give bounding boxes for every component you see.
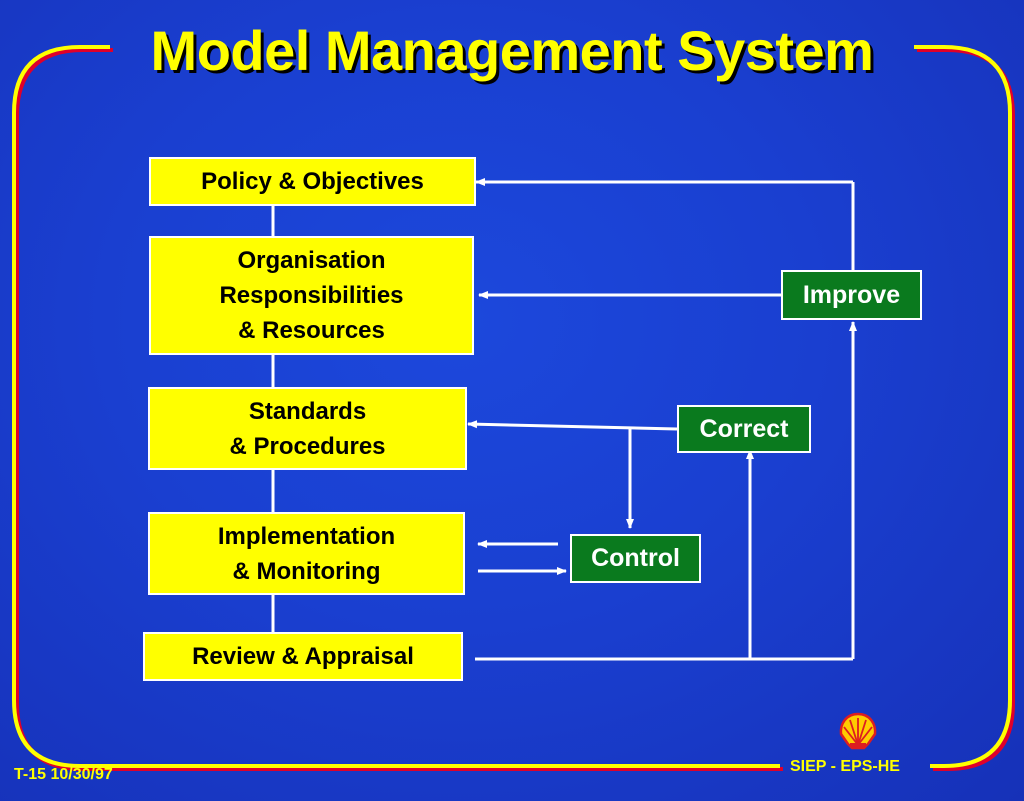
stage-organisation: Organisation Responsibilities & Resource… [149,236,474,355]
action-improve: Improve [781,270,922,320]
action-control-label: Control [591,544,680,572]
stage-organisation-line-3: & Resources [238,317,385,344]
action-correct-label: Correct [699,414,789,443]
arrow-to-standards [467,420,678,431]
action-correct: Correct [677,405,811,453]
stage-review-label: Review & Appraisal [192,643,414,670]
stage-review-appraisal: Review & Appraisal [143,632,463,681]
action-control: Control [570,534,701,583]
slide-reference: T-15 10/30/97 [14,766,113,783]
stage-implementation-line-2: & Monitoring [232,557,381,585]
shell-logo-icon [839,712,877,750]
department-label: SIEP - EPS-HE [790,758,900,775]
stage-organisation-line-1: Organisation [237,247,386,274]
action-improve-label: Improve [802,280,901,309]
stage-policy-label: Policy & Objectives [201,168,424,195]
page-title: Model Management System [150,19,874,82]
stage-policy-objectives: Policy & Objectives [149,157,476,206]
stage-standards-line-2: & Procedures [229,432,386,460]
stage-standards-line-1: Standards [248,397,367,425]
stage-implementation-line-1: Implementation [217,522,396,550]
stage-organisation-line-2: Responsibilities [219,282,404,309]
stage-standards: Standards & Procedures [148,387,467,470]
stage-implementation: Implementation & Monitoring [148,512,465,595]
